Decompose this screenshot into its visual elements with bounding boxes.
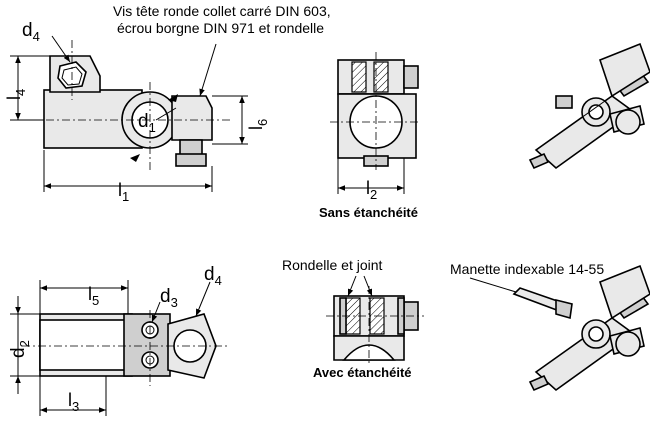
caption-no-seal: Sans étanchéité bbox=[319, 205, 418, 220]
callout-washer-seal: Rondelle et joint bbox=[282, 257, 383, 273]
label-d2: d2 bbox=[8, 340, 32, 358]
label-l5: l5 bbox=[88, 284, 99, 308]
label-l6: l6 bbox=[246, 119, 270, 130]
top-left-view bbox=[10, 35, 248, 192]
label-d4-top: d4 bbox=[22, 20, 40, 44]
top-middle-view bbox=[330, 52, 420, 194]
caption-with-seal: Avec étanchéité bbox=[313, 365, 412, 380]
label-l1: l1 bbox=[118, 180, 129, 204]
top-right-3d-view bbox=[528, 42, 650, 170]
bottom-left-view bbox=[10, 280, 230, 416]
callout-handle: Manette indexable 14-55 bbox=[450, 261, 604, 277]
bottom-middle-view bbox=[326, 275, 424, 364]
callout-screw-line1: Vis tête ronde collet carré DIN 603, bbox=[113, 3, 331, 19]
callout-screw-line2: écrou borgne DIN 971 et rondelle bbox=[117, 20, 324, 36]
label-d4-bottom: d4 bbox=[204, 264, 222, 288]
label-l2: l2 bbox=[366, 178, 377, 202]
bottom-right-3d-view bbox=[469, 264, 650, 392]
label-l3: l3 bbox=[68, 390, 79, 414]
label-l4: l4 bbox=[4, 89, 28, 100]
label-d3: d3 bbox=[160, 286, 178, 310]
